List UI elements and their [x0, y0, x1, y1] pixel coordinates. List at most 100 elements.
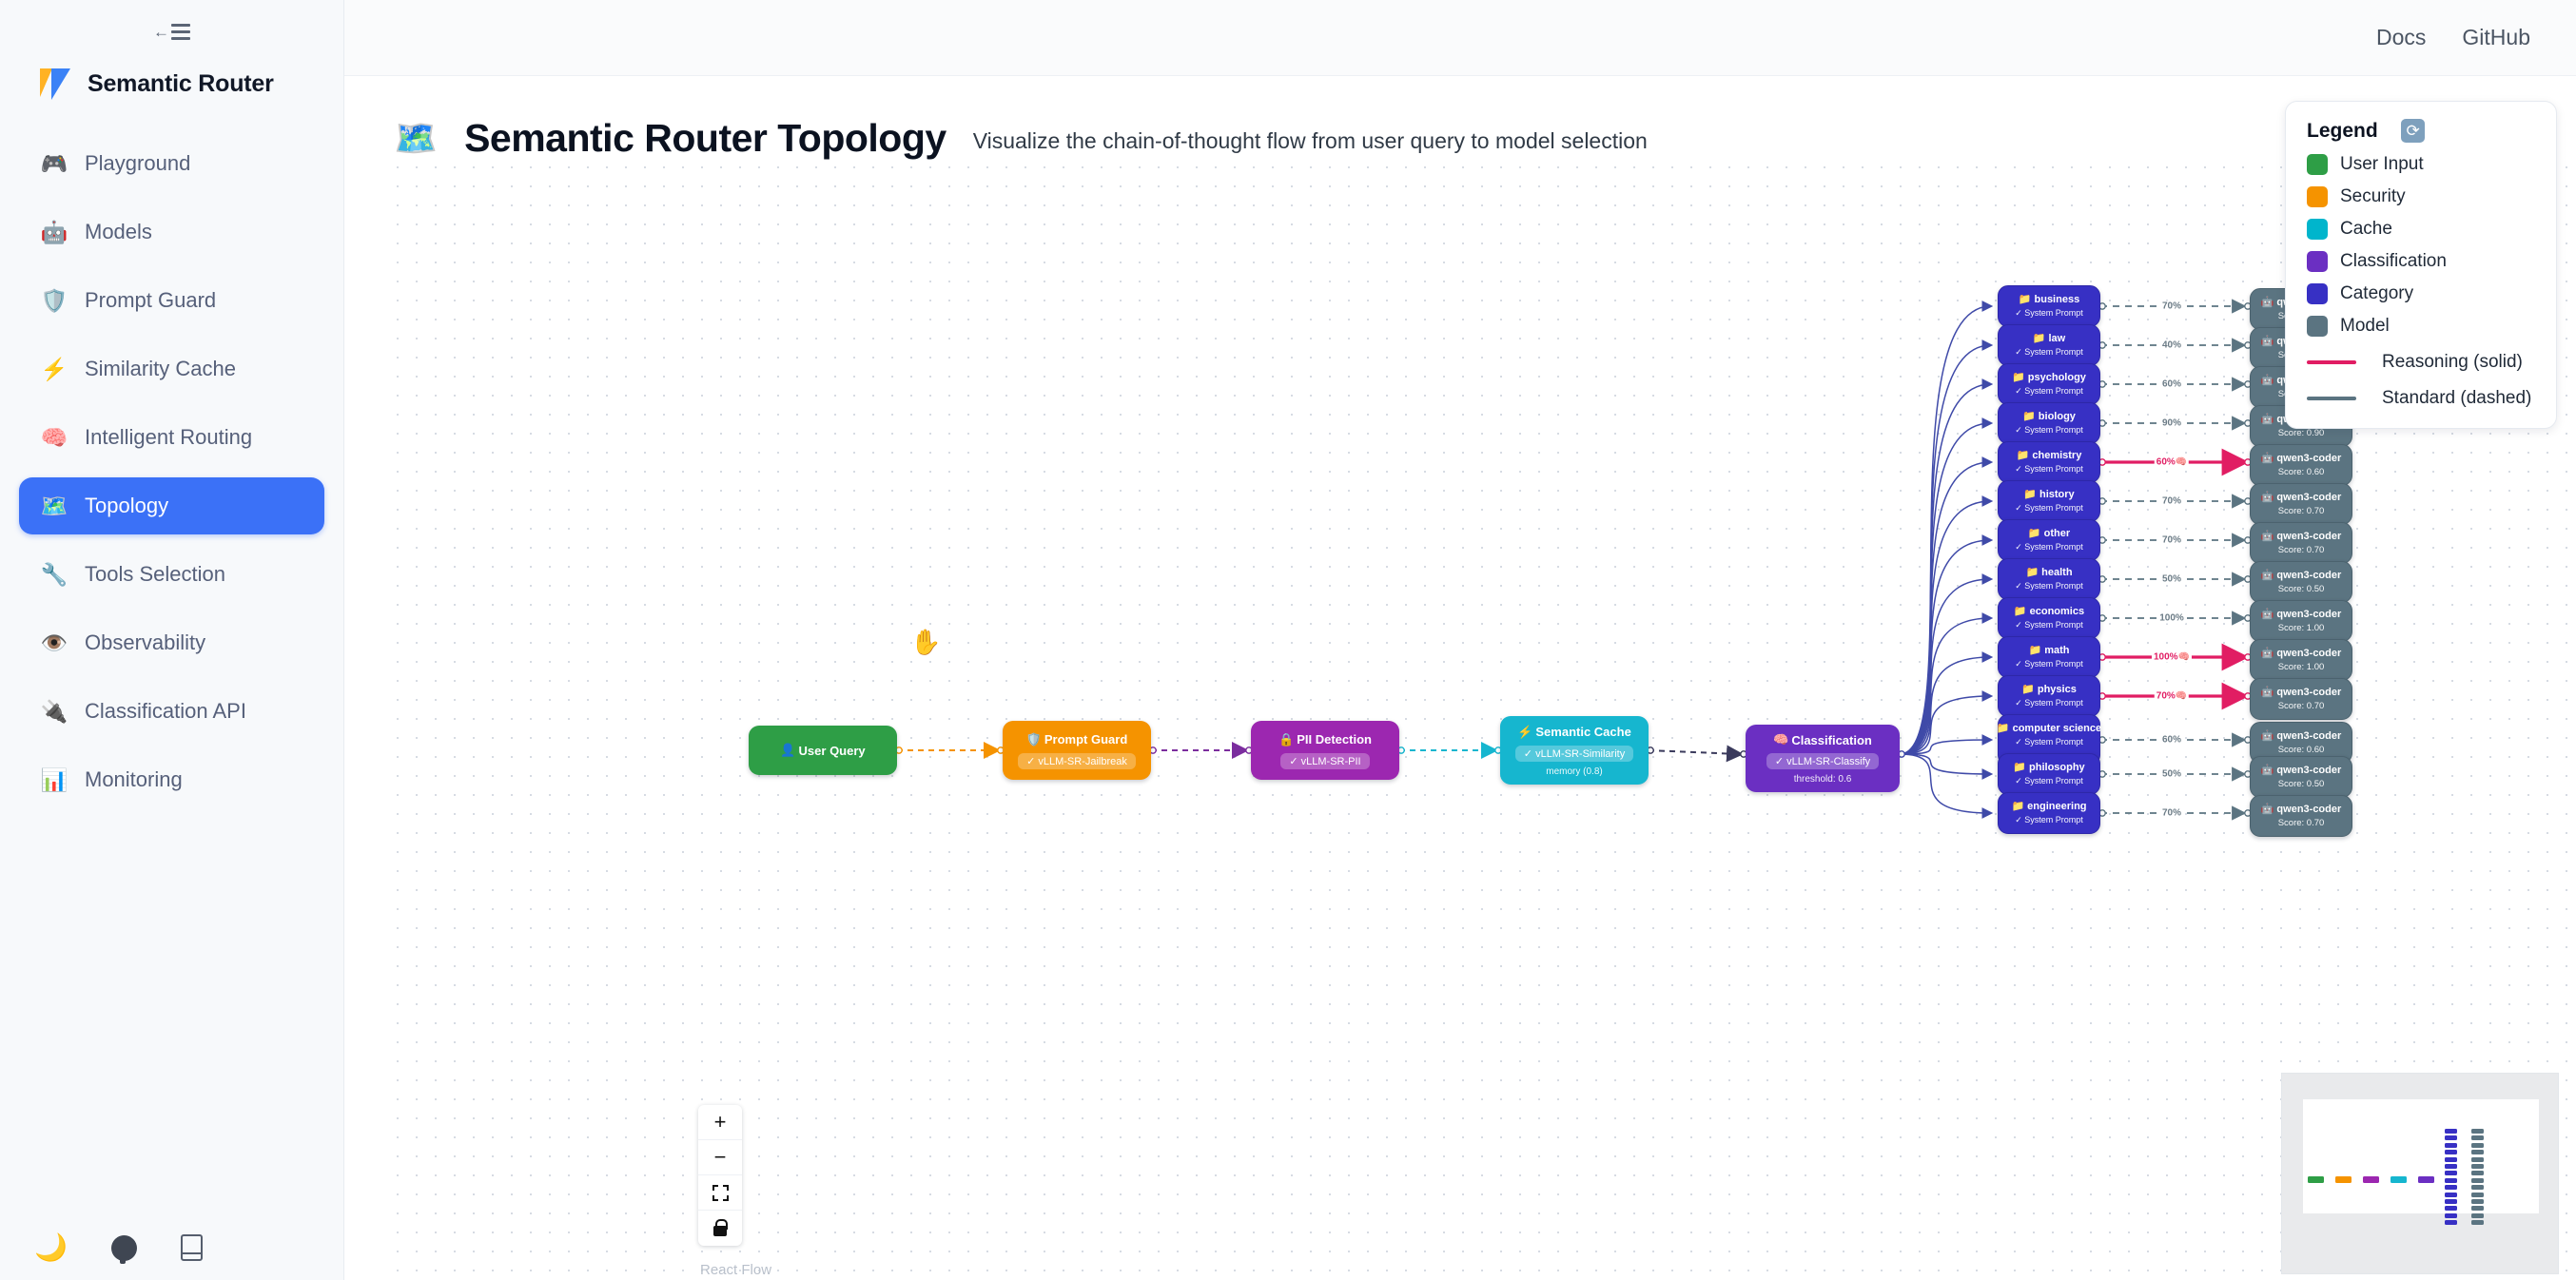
minimap-category-node-12 [2445, 1212, 2457, 1218]
category-title: 📁psychology [2012, 371, 2086, 384]
robot-icon: 🤖 [2260, 765, 2274, 776]
category-node-philosophy[interactable]: 📁philosophy✓ System Prompt [1998, 753, 2100, 795]
node-model-chip: ✓ vLLM-SR-Jailbreak [1018, 752, 1136, 769]
node-title: 🛡️Prompt Guard [1025, 731, 1128, 747]
minimap-category-node-2 [2445, 1142, 2457, 1148]
category-node-health[interactable]: 📁health✓ System Prompt [1998, 558, 2100, 600]
model-score: Score: 1.00 [2277, 623, 2325, 633]
category-node-engineering[interactable]: 📁engineering✓ System Prompt [1998, 792, 2100, 834]
sidebar-item-icon: 🛡️ [40, 287, 68, 313]
minimap-category-node-11 [2445, 1206, 2457, 1212]
category-node-physics[interactable]: 📁physics✓ System Prompt [1998, 675, 2100, 717]
folder-icon: 📁 [2021, 684, 2035, 695]
sidebar-item-intelligent-routing[interactable]: 🧠Intelligent Routing [19, 409, 324, 466]
sidebar-item-monitoring[interactable]: 📊Monitoring [19, 751, 324, 808]
minimap-pipeline-node-4 [2418, 1176, 2434, 1183]
node-pii-detection[interactable]: 🔒PII Detection✓ vLLM-SR-PII [1251, 721, 1399, 780]
sidebar-item-tools-selection[interactable]: 🔧Tools Selection [19, 546, 324, 603]
legend-label: Standard (dashed) [2382, 388, 2532, 408]
minimap-model-node-11 [2471, 1206, 2484, 1212]
node-meta: memory (0.8) [1546, 766, 1603, 777]
category-node-psychology[interactable]: 📁psychology ✓ System Prompt [1998, 363, 2100, 405]
fit-view-button[interactable] [698, 1175, 742, 1211]
topology-canvas[interactable]: 👤User Query 🛡️Prompt Guard ✓ vLLM-SR-Jailb… [344, 76, 2576, 1280]
minimap-pipeline-node-1 [2335, 1176, 2352, 1183]
docs-link[interactable]: Docs [2376, 25, 2427, 49]
category-node-biology[interactable]: 📁biology✓ System Prompt [1998, 402, 2100, 444]
node-prompt-guard[interactable]: 🛡️Prompt Guard ✓ vLLM-SR-Jailbreak [1003, 721, 1151, 780]
brand-title: Semantic Router [88, 69, 274, 97]
robot-icon: 🤖 [2260, 492, 2274, 503]
lock-button[interactable] [698, 1211, 742, 1246]
folder-icon: 📁 [2012, 372, 2025, 383]
sidebar-item-classification-api[interactable]: 🔌Classification API [19, 683, 324, 740]
edge-label-other: 70% [2159, 534, 2184, 546]
node-icon: 🛡️ [1025, 731, 1042, 747]
minimap[interactable] [2281, 1073, 2559, 1274]
category-node-chemistry[interactable]: 📁chemistry✓ System Prompt [1998, 441, 2100, 483]
category-title: 📁economics [2013, 605, 2085, 618]
refresh-icon[interactable]: ⟳ [2401, 119, 2426, 143]
logo-icon [40, 68, 74, 100]
sidebar-item-prompt-guard[interactable]: 🛡️Prompt Guard [19, 272, 324, 329]
model-title: 🤖qwen3-coder [2260, 569, 2342, 582]
category-node-economics[interactable]: 📁economics✓ System Prompt [1998, 597, 2100, 639]
sidebar-item-observability[interactable]: 👁️Observability [19, 614, 324, 671]
system-prompt-label: ✓ System Prompt [2015, 737, 2083, 747]
sidebar-item-playground[interactable]: 🎮Playground [19, 135, 324, 192]
book-icon[interactable] [180, 1234, 203, 1261]
legend-swatch [2307, 316, 2328, 337]
system-prompt-label: ✓ System Prompt [2015, 386, 2083, 396]
category-node-business[interactable]: 📁business✓ System Prompt [1998, 285, 2100, 327]
sidebar-collapse-button[interactable]: ← [0, 0, 343, 49]
zoom-in-button[interactable]: + [698, 1105, 742, 1140]
github-link[interactable]: GitHub [2462, 25, 2530, 49]
edge-label-chemistry: 60%🧠 [2154, 456, 2190, 468]
category-node-law[interactable]: 📁law✓ System Prompt [1998, 324, 2100, 366]
minimap-category-node-8 [2445, 1185, 2457, 1191]
node-icon: 👤 [780, 743, 796, 757]
edge-label-economics: 100% [2157, 612, 2186, 624]
collapse-menu-icon: ← [153, 23, 190, 40]
system-prompt-label: ✓ System Prompt [2015, 581, 2083, 591]
edge-label-math: 100%🧠 [2151, 651, 2193, 663]
edge-label-biology: 90% [2159, 417, 2184, 429]
sidebar-item-topology[interactable]: 🗺️Topology [19, 477, 324, 534]
system-prompt-label: ✓ System Prompt [2015, 542, 2083, 552]
robot-icon: 🤖 [2260, 570, 2274, 581]
legend-label: Cache [2340, 219, 2392, 239]
category-node-other[interactable]: 📁other✓ System Prompt [1998, 519, 2100, 561]
node-model-chip: ✓ vLLM-SR-Classify [1766, 753, 1880, 769]
folder-icon: 📁 [2013, 606, 2027, 617]
theme-toggle-moon-icon[interactable]: 🌙 [34, 1232, 68, 1262]
node-icon: 🧠 [1773, 732, 1789, 747]
category-node-history[interactable]: 📁history✓ System Prompt [1998, 480, 2100, 522]
minimap-viewport [2303, 1099, 2539, 1213]
legend-item-classification: Classification [2307, 251, 2537, 272]
minimap-model-node-12 [2471, 1212, 2484, 1218]
minimap-model-node-8 [2471, 1185, 2484, 1191]
sidebar-item-models[interactable]: 🤖Models [19, 204, 324, 261]
edge-label-computer-science: 60% [2159, 734, 2184, 746]
node-title: ⚡Semantic Cache [1517, 724, 1631, 740]
sidebar-item-label: Models [85, 220, 152, 243]
github-icon[interactable] [110, 1234, 137, 1264]
model-score: Score: 0.60 [2277, 745, 2325, 755]
category-node-math[interactable]: 📁math✓ System Prompt [1998, 636, 2100, 678]
react-flow-attribution[interactable]: React Flow [700, 1262, 772, 1278]
zoom-out-button[interactable]: − [698, 1140, 742, 1175]
node-user-query[interactable]: 👤User Query [749, 726, 897, 775]
sidebar-item-similarity-cache[interactable]: ⚡Similarity Cache [19, 340, 324, 398]
